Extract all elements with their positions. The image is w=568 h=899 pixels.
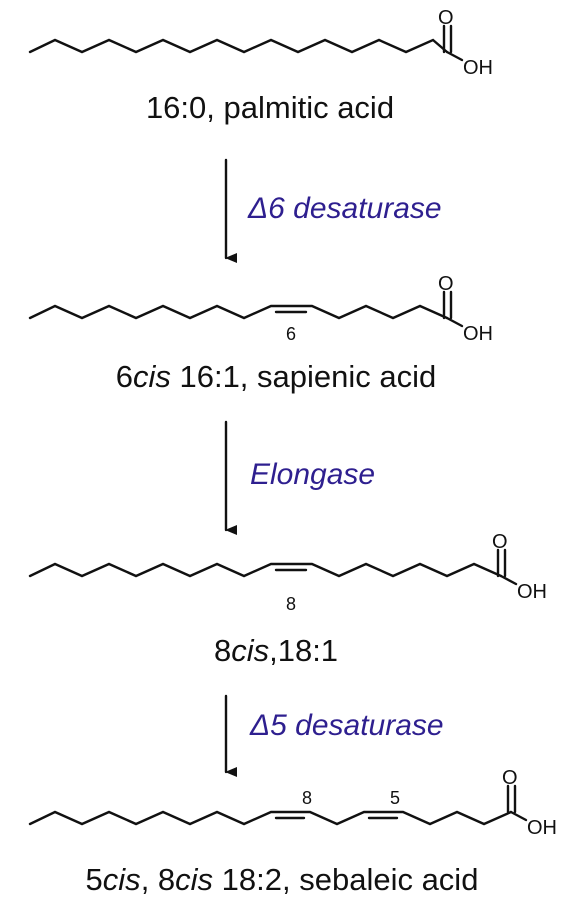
compound-sebaleic-acid: O OH 8 5 5cis, 8cis 18:2, sebaleic acid xyxy=(28,767,557,897)
compound-name: 16:0, palmitic acid xyxy=(146,90,394,125)
compound-name: 5cis, 8cis 18:2, sebaleic acid xyxy=(86,862,479,897)
enzyme-label-elongase: Elongase xyxy=(250,458,375,491)
hydroxyl-bond xyxy=(499,574,518,586)
hydroxyl-label: OH xyxy=(463,57,493,79)
hydroxyl-label: OH xyxy=(517,581,547,603)
carbonyl-oxygen-label: O xyxy=(438,7,454,29)
carbonyl-oxygen-label: O xyxy=(502,767,518,789)
double-bond-position-label: 8 xyxy=(302,788,312,808)
enzyme-label-delta5-desaturase: Δ5 desaturase xyxy=(249,709,444,742)
hydroxyl-bond xyxy=(445,50,464,62)
carbon-chain xyxy=(28,304,449,320)
compound-sapienic-acid: O OH 6 6cis 16:1, sapienic acid xyxy=(28,273,493,394)
carbon-chain xyxy=(28,562,503,578)
enzyme-label-delta6-desaturase: Δ6 desaturase xyxy=(247,192,442,225)
hydroxyl-bond xyxy=(445,316,464,328)
carbonyl-oxygen-label: O xyxy=(438,273,454,295)
compound-name: 8cis,18:1 xyxy=(214,633,338,668)
compound-palmitic-acid: O OH 16:0, palmitic acid xyxy=(28,7,493,125)
carbon-chain xyxy=(28,810,513,826)
hydroxyl-label: OH xyxy=(463,323,493,345)
double-bond-position-label: 5 xyxy=(390,788,400,808)
carbonyl-oxygen-label: O xyxy=(492,531,508,553)
compound-name: 6cis 16:1, sapienic acid xyxy=(116,359,437,394)
hydroxyl-bond xyxy=(509,810,528,822)
carbon-chain xyxy=(28,38,449,54)
double-bond-position-label: 8 xyxy=(286,594,296,614)
double-bond-position-label: 6 xyxy=(286,324,296,344)
compound-8cis-18-1: O OH 8 8cis,18:1 xyxy=(28,531,547,668)
hydroxyl-label: OH xyxy=(527,817,557,839)
